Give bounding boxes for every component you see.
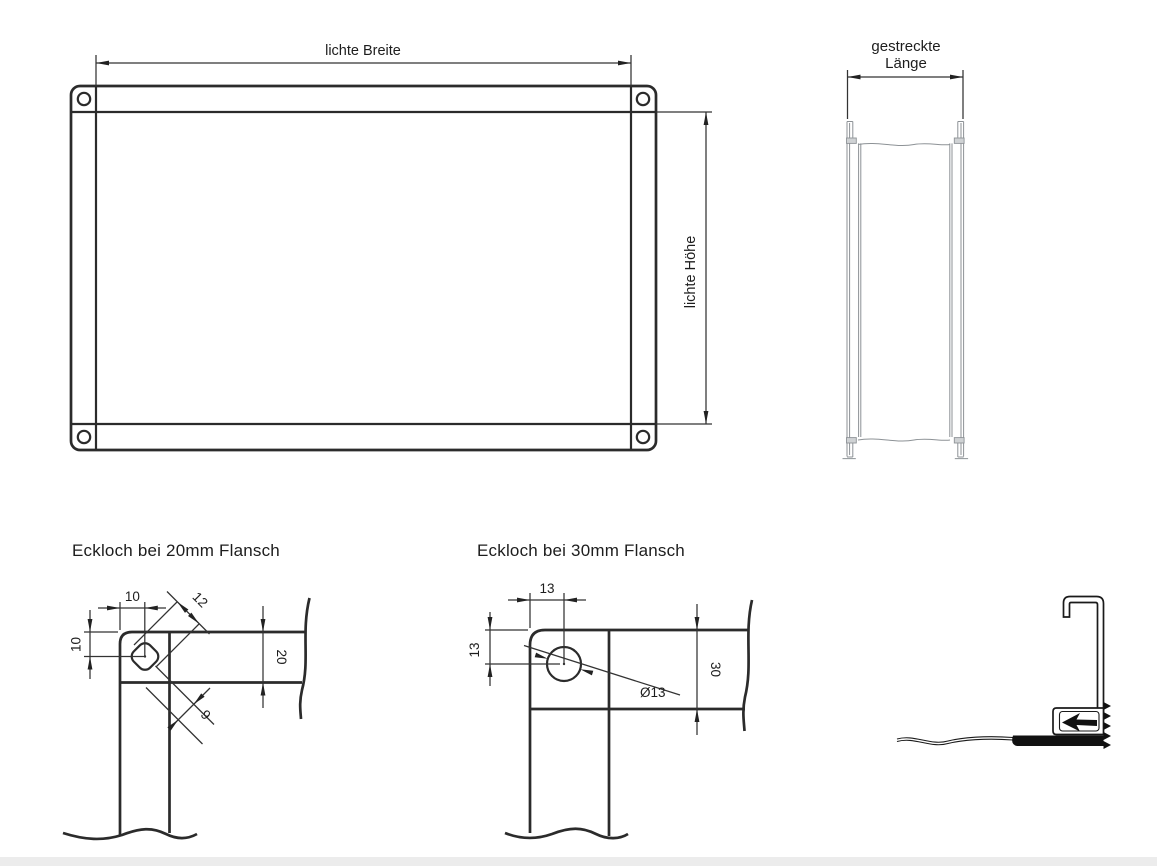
square-corner-hole: [130, 642, 160, 671]
detail-30-corner-outline: [528, 628, 748, 836]
frame-section-view: gestreckte Länge: [842, 38, 969, 460]
dim-30-hole-diameter: Ø13: [523, 644, 681, 700]
detail-20mm-flange: Eckloch bei 20mm Flansch 10 10 12: [62, 541, 311, 841]
rail-bottom-foot: [846, 437, 857, 444]
fabric-line: [896, 736, 1014, 743]
frame-outer-outline: [69, 84, 658, 452]
dim-20-corner-gap-value: 9: [198, 707, 214, 723]
detail-30-break-right: [742, 599, 754, 732]
arrowhead-right: [950, 74, 963, 80]
detail-20-break-right: [298, 597, 311, 720]
width-dimension: lichte Breite: [95, 43, 632, 86]
fabric-line-2: [896, 738, 1014, 746]
fabric-break-top: [857, 143, 951, 146]
dim-30-flange-value: 30: [708, 662, 723, 677]
arrowhead-left: [847, 74, 861, 80]
height-dimension: lichte Höhe: [656, 111, 712, 425]
section-rail-left: [842, 121, 862, 460]
dim-30-horizontal-value: 13: [539, 581, 554, 596]
dim-30-horizontal: 13: [508, 581, 586, 664]
corner-hole-bottom-right: [635, 429, 651, 445]
dim-30-flange-width: 30: [694, 604, 723, 735]
dim-20-vertical: 10: [69, 610, 146, 679]
dim-20-flange-width: 20: [260, 606, 289, 708]
dim-20-hole-diagonal: 12: [133, 589, 211, 668]
frame-inner-lines: [71, 86, 656, 450]
arrowhead-left: [96, 60, 109, 66]
arrowhead-up: [703, 112, 709, 125]
detail-20-break-bottom: [62, 827, 198, 841]
dim-20-vertical-value: 10: [69, 637, 84, 652]
dim-30-vertical-value: 13: [467, 642, 482, 657]
detail-20-corner-outline: [118, 630, 305, 836]
section-rail-right: [949, 121, 969, 460]
arrowhead-right: [618, 60, 631, 66]
base-bar: [1012, 735, 1104, 746]
dim-20-horizontal-value: 10: [125, 589, 140, 604]
arrowhead-down: [703, 411, 709, 424]
dim-30-vertical: 13: [467, 612, 560, 686]
fabric-break-bottom: [857, 438, 951, 442]
corner-hole-top-right: [635, 91, 651, 107]
dim-20-horizontal: 10: [98, 589, 166, 657]
rail-top-foot: [846, 137, 857, 144]
dim-20-diagonal-value: 12: [190, 589, 211, 610]
dim-30-diameter-value: Ø13: [640, 685, 666, 700]
stretched-length-dimension: gestreckte Länge: [846, 38, 964, 119]
dim-20-flange-value: 20: [274, 649, 289, 664]
serrated-edge: [1103, 702, 1111, 749]
detail-20-title: Eckloch bei 20mm Flansch: [72, 541, 280, 560]
width-dimension-label: lichte Breite: [325, 43, 401, 59]
frame-front-view: lichte Breite lichte Höhe: [69, 43, 712, 452]
corner-hole-bottom-left: [76, 429, 92, 445]
dim-20-corner-gap: 9: [145, 665, 215, 745]
length-label-line2: Länge: [885, 55, 927, 72]
corner-hole-top-left: [76, 91, 92, 107]
detail-30mm-flange: Eckloch bei 30mm Flansch 13 13 Ø13: [467, 541, 754, 840]
height-dimension-label: lichte Höhe: [683, 236, 699, 309]
footer-strip: [0, 857, 1157, 866]
detail-30-title: Eckloch bei 30mm Flansch: [477, 541, 685, 560]
length-label-line1: gestreckte: [871, 38, 940, 55]
clamp-wedge: [1062, 713, 1097, 732]
profile-cross-section: [896, 595, 1111, 749]
detail-30-break-bottom: [504, 827, 629, 840]
profile-hook-wall: [1062, 595, 1105, 716]
